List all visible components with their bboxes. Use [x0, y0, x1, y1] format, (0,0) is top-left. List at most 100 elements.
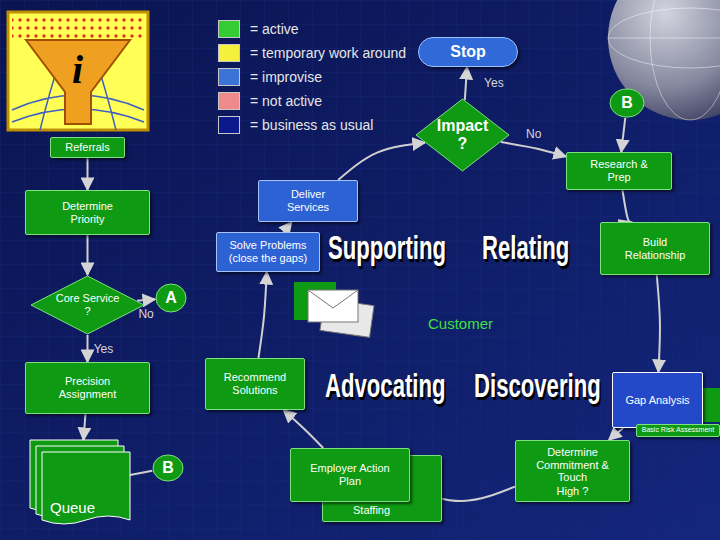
node-text: Employer Action Plan [304, 462, 396, 487]
legend-row: = improvise [218, 68, 322, 86]
legend-swatch [218, 44, 240, 62]
process-box: Precision Assignment [25, 362, 150, 414]
globe-equator [608, 38, 720, 39]
node-text: Impact ? [433, 117, 493, 154]
globe-meridian [650, 0, 720, 120]
process-box: Determine Commitment & TouchHigh ? [515, 440, 630, 502]
node-text: Basic Risk Assessment [642, 426, 714, 434]
process-box: Gap Analysis [612, 372, 703, 428]
document-sheet [42, 452, 130, 524]
envelope-flap [308, 290, 358, 308]
flow-arrow [258, 272, 266, 358]
node-text: Core Service ? [54, 292, 122, 317]
legend-swatch [218, 116, 240, 134]
legend-text: = temporary work around [250, 45, 406, 61]
phase-word: Discovering [474, 371, 601, 403]
envelope-icon [294, 282, 374, 337]
icon-dots [12, 16, 144, 40]
flow-arrow [283, 410, 323, 448]
circle-shape [610, 89, 644, 117]
info-funnel-icon [8, 12, 148, 130]
process-box: Employer Action Plan [290, 448, 410, 502]
decision-diamond: Core Service ? [30, 275, 145, 335]
flow-arrow [338, 143, 425, 180]
node-text: Recommend Solutions [215, 371, 295, 396]
circle-shape [156, 284, 186, 312]
funnel [26, 40, 130, 124]
connector-circle: B [152, 454, 184, 482]
document-stack: Queue [30, 440, 130, 528]
flow-arrow [622, 190, 631, 222]
node-text: B [621, 94, 633, 112]
flow-arrow [284, 222, 292, 232]
process-box: Determine Priority [25, 190, 150, 235]
phase-word: Advocating [325, 371, 446, 403]
connector-circle: A [155, 283, 187, 313]
decision-diamond: Impact ? [415, 98, 510, 172]
node-text: B [162, 459, 174, 477]
flow-arrow [465, 67, 467, 100]
flow-arrow [137, 299, 155, 301]
globe-parallel [608, 8, 720, 68]
legend-row: = active [218, 20, 299, 38]
legend-text: = improvise [250, 69, 322, 85]
phase-word: Relating [482, 233, 569, 265]
circle-shape [153, 455, 183, 481]
edge-label: No [138, 307, 153, 321]
side-tab [700, 388, 720, 422]
node-text: Determine Commitment & Touch [532, 446, 614, 484]
flow-arrow [621, 118, 625, 152]
legend-swatch [218, 68, 240, 86]
node-text: Staffing [353, 504, 390, 517]
flow-arrow [87, 158, 89, 190]
flow-arrow [83, 414, 85, 440]
process-box: Referrals [50, 137, 125, 158]
node-text: Determine Priority [53, 200, 123, 225]
diamond-shape [416, 99, 509, 171]
node-text: Queue [50, 499, 95, 516]
note-box: Basic Risk Assessment [636, 424, 720, 437]
phase-word: Supporting [328, 233, 446, 265]
legend-row: = temporary work around [218, 44, 406, 62]
legend-text: = not active [250, 93, 322, 109]
legend-swatch [218, 92, 240, 110]
terminator-pill: Stop [418, 37, 518, 67]
edge-label: Yes [484, 76, 504, 90]
icon-frame [8, 12, 148, 130]
process-box: Deliver Services [258, 180, 358, 222]
edge-label: No [526, 127, 541, 141]
legend-text: = business as usual [250, 117, 373, 133]
envelope [308, 290, 358, 322]
node-text: Solve Problems (close the gaps) [222, 239, 314, 264]
node-text: Research & Prep [588, 158, 650, 183]
flow-arrow [501, 142, 566, 157]
node-text: Gap Analysis [625, 394, 689, 407]
connector-circle: B [609, 88, 645, 118]
flow-arrow [609, 428, 623, 440]
node-text: Deliver Services [277, 188, 339, 213]
node-text: Referrals [65, 141, 110, 154]
center-label: Customer [428, 316, 493, 331]
process-box: Build Relationship [600, 222, 710, 275]
flow-arrow [87, 335, 89, 362]
legend-text: = active [250, 21, 299, 37]
globe-decoration [608, 0, 720, 120]
legend-row: = business as usual [218, 116, 373, 134]
node-text: Stop [450, 43, 486, 61]
icon-letter: i [72, 50, 83, 90]
legend-row: = not active [218, 92, 322, 110]
edge-label: Yes [94, 342, 114, 356]
legend-swatch [218, 20, 240, 38]
process-box: Solve Problems (close the gaps) [216, 232, 320, 272]
globe [608, 0, 720, 120]
node-text: A [165, 289, 177, 307]
node-text: High ? [557, 485, 589, 498]
flow-arrow [657, 275, 660, 372]
flow-arrow [87, 235, 89, 275]
node-text: Build Relationship [619, 236, 691, 261]
diamond-shape [31, 276, 144, 334]
node-text: Precision Assignment [48, 375, 128, 400]
flow-arrow [130, 471, 152, 475]
